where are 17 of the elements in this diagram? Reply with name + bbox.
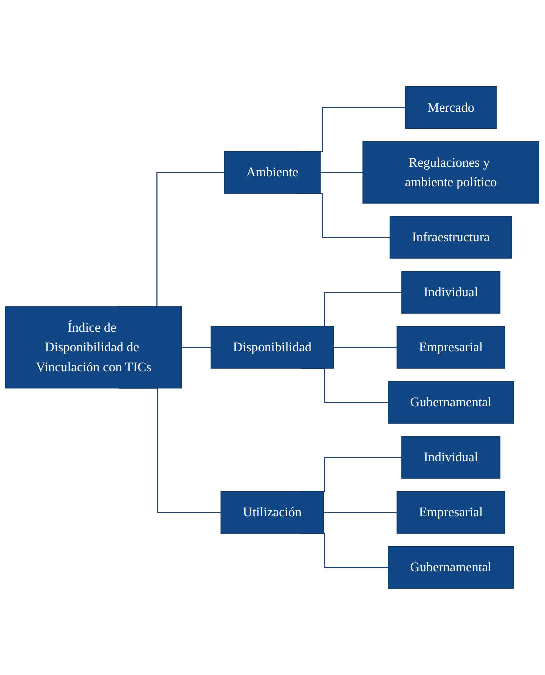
connector [182, 346, 212, 348]
connector [320, 172, 364, 173]
node-box: Individual [402, 436, 501, 479]
node-box: Índice de Disponibilidad de Vinculación con TICs [6, 306, 182, 388]
node-box: Regulaciones y ambiente político [362, 141, 540, 204]
connector [324, 512, 398, 513]
node-box: Gubernamental [388, 381, 514, 424]
connector [334, 346, 398, 348]
node-box: Empresarial [396, 326, 506, 369]
node-box: Infraestructura [390, 216, 512, 259]
node-box: Disponibilidad [210, 326, 334, 369]
node-box: Individual [402, 271, 501, 314]
node-box: Utilización [220, 491, 324, 534]
node-box: Gubernamental [388, 546, 514, 589]
node-box: Empresarial [396, 491, 506, 534]
node-box: Mercado [405, 86, 497, 129]
node-box: Ambiente [224, 151, 321, 194]
